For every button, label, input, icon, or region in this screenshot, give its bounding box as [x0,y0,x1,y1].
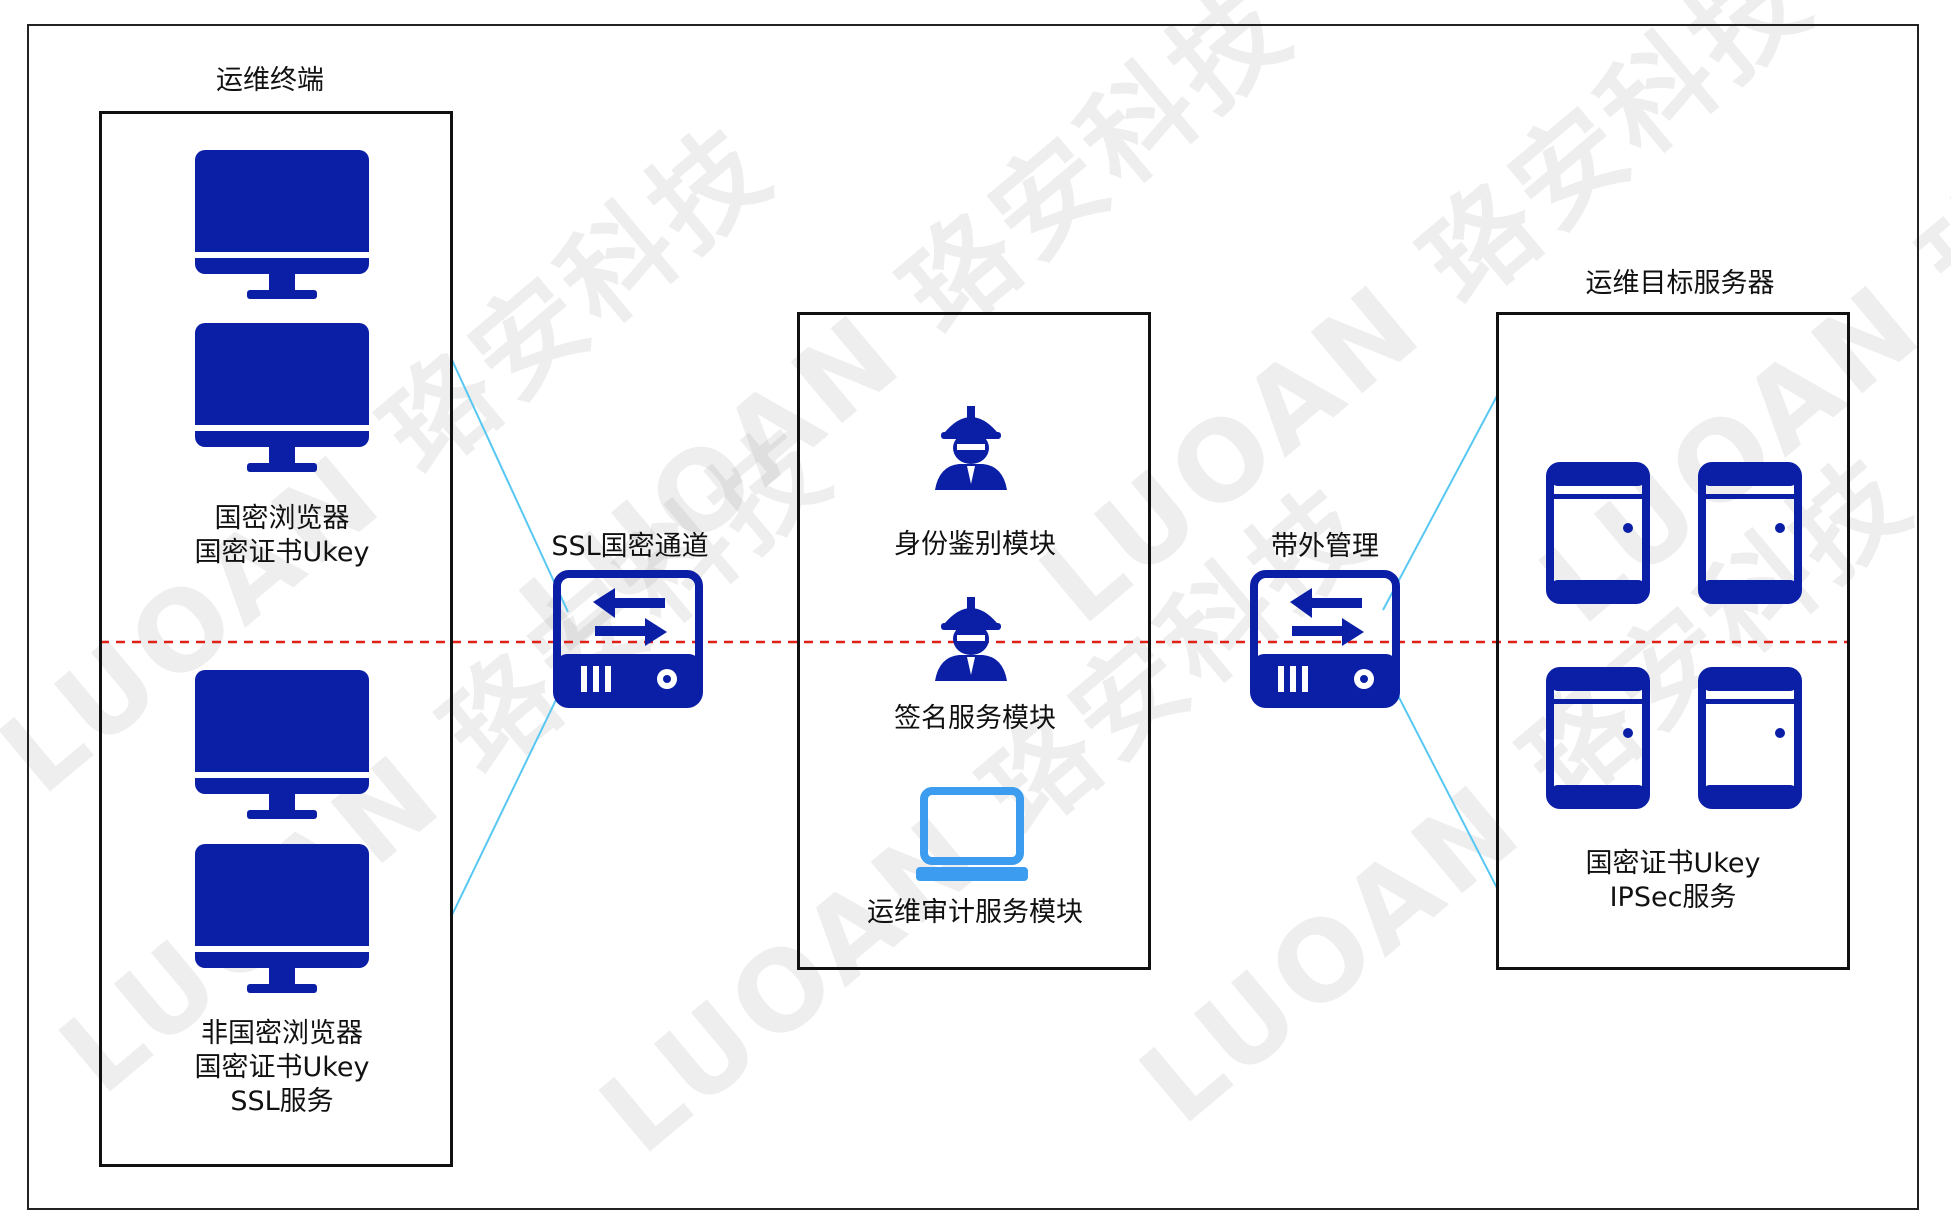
terminal-top-caption: 国密浏览器 国密证书Ukey [194,503,370,568]
bastion-module-label: 身份鉴别模块 [894,529,1056,560]
link-line [451,674,569,916]
laptop-icon [916,787,1028,883]
worker-icon [935,597,1007,681]
switch-icon [1250,570,1400,708]
ssl-gateway-label: SSL国密通道 [551,531,709,562]
server-group-box [1496,312,1850,970]
bastion-module-label: 运维审计服务模块 [867,897,1083,928]
terminal-group-title: 运维终端 [216,65,324,96]
link-line [1382,393,1499,611]
worker-icon [935,406,1007,490]
server-icon [1698,462,1802,604]
monitor-icon [195,150,369,299]
link-line [1389,679,1499,891]
terminal-group-box [99,111,453,1167]
terminal-bottom-caption: 非国密浏览器 国密证书Ukey SSL服务 [194,1018,370,1117]
server-group-caption: 国密证书Ukey IPSec服务 [1585,848,1761,913]
bastion-module-label: 签名服务模块 [894,703,1056,734]
switch-icon [553,570,703,708]
bastion-box [797,312,1151,970]
link-line [451,359,569,613]
server-icon [1698,667,1802,809]
monitor-icon [195,844,369,993]
oob-gateway-label: 带外管理 [1271,531,1379,562]
server-icon [1546,667,1650,809]
monitor-icon [195,323,369,472]
server-icon [1546,462,1650,604]
diagram-frame [27,24,1919,1210]
monitor-icon [195,670,369,819]
server-group-title: 运维目标服务器 [1585,268,1775,299]
